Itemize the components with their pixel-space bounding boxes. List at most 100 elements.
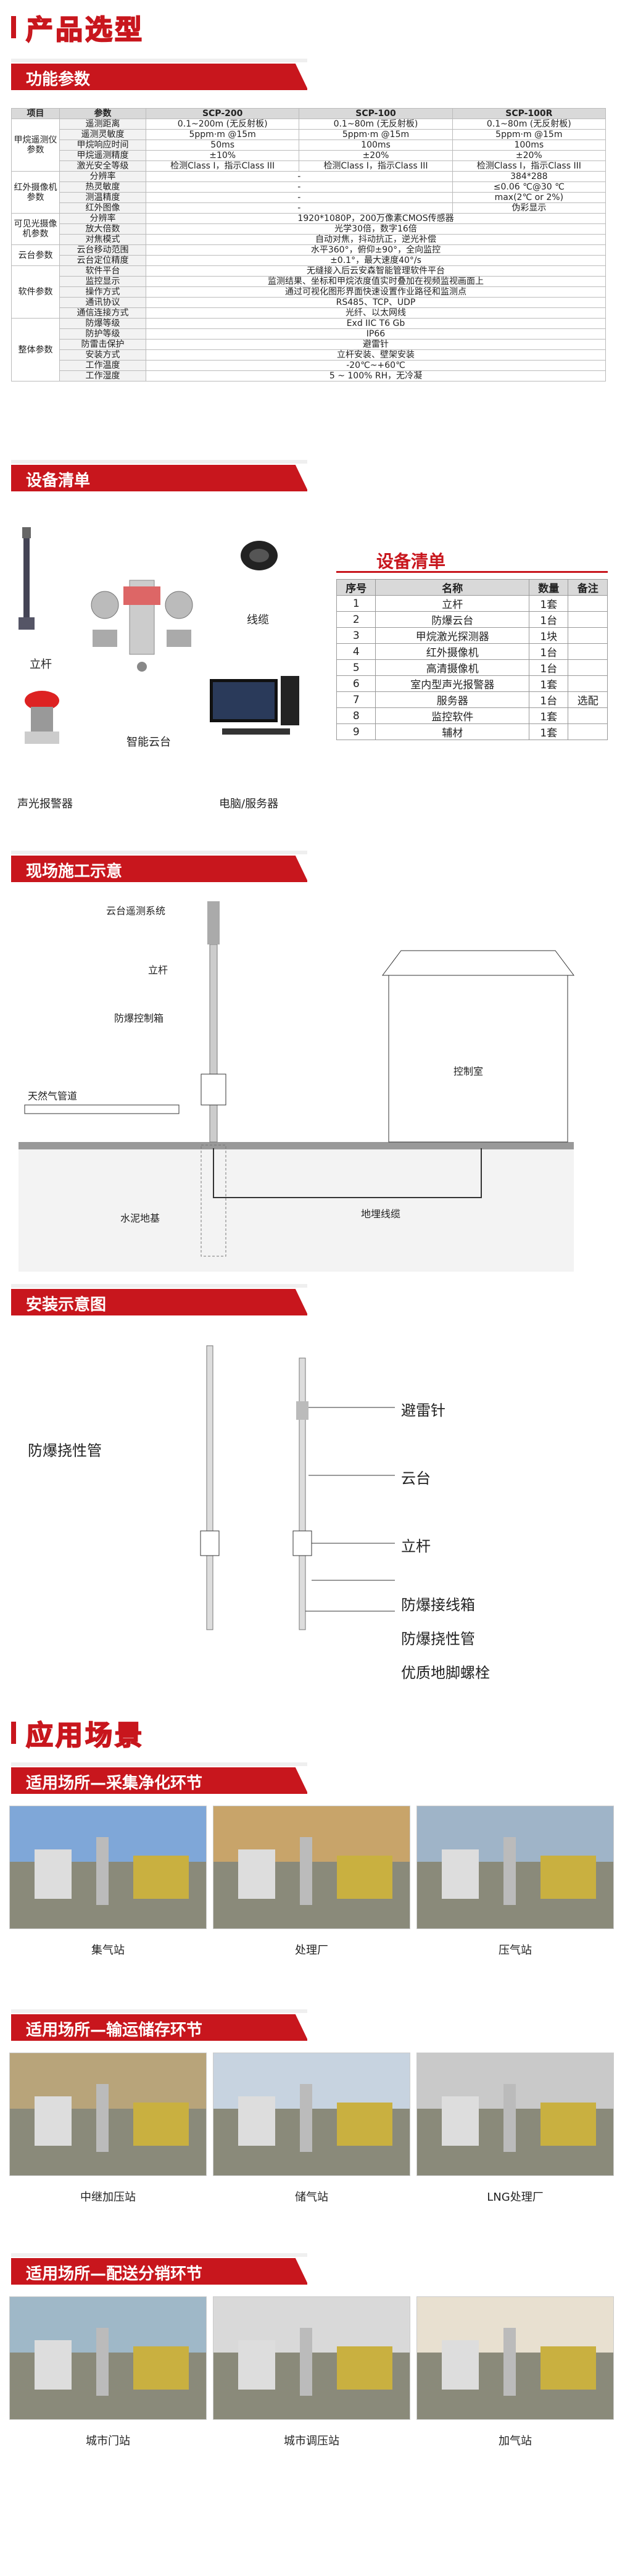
equip-cell [568,723,608,740]
caption-cable: 线缆 [247,614,269,627]
install-banner: 安装示意图 [11,1284,307,1317]
equip-cell: 1块 [528,627,569,644]
spec-param-cell: 通讯协议 [59,297,146,308]
spec-param-cell: 工作湿度 [59,370,146,381]
spec-value-cell: 0.1~80m (无反射板) [452,119,607,130]
spec-param-cell: 软件平台 [59,265,146,277]
spec-param-cell: 分辨率 [59,171,146,182]
equip-cell: 1台 [528,691,569,708]
spec-param-cell: 甲烷响应时间 [59,140,146,151]
label-box: 防爆控制箱 [114,1012,164,1024]
spec-param-cell: 防护等级 [59,328,146,340]
spec-row: 监控显示监测结果、坐标和甲烷浓度值实时叠加在视频监视画面上 [12,276,606,287]
app-banner-title: 适用场所—采集净化环节 [26,1774,203,1793]
scene-caption: 集气站 [91,1944,125,1957]
spec-group-cell: 甲烷遥测仪参数 [11,119,60,172]
spec-header-cell: 参数 [59,108,146,119]
equip-header-cell: 名称 [375,579,529,596]
equip-cell: 选配 [568,691,608,708]
equip-cell: 1套 [528,723,569,740]
spec-value-cell: 5ppm·m @15m [145,129,300,140]
spec-value-cell: 水平360°，俯仰±90°，全向监控 [146,244,606,256]
equip-cell: 1台 [528,611,569,628]
spec-value-cell: - [146,171,453,182]
func-banner: 功能参数 [11,59,307,92]
func-banner-title: 功能参数 [26,70,91,89]
app-banner-title: 适用场所—输运储存环节 [26,2021,203,2040]
scene-caption: LNG处理厂 [487,2191,544,2204]
spec-row: 工作温度-20℃~+60℃ [12,360,606,371]
spec-value-cell: - [146,181,453,193]
label-system: 云台遥测系统 [106,905,166,917]
spec-value-cell: 光纤、以太网线 [146,307,606,319]
spec-row: 对焦模式自动对焦，抖动抗正，逆光补偿 [12,234,606,245]
spec-value-cell: 伪彩显示 [452,202,607,214]
equip-cell: 服务器 [375,691,529,708]
equip-cell: 室内型声光报警器 [375,675,529,692]
spec-param-cell: 测温精度 [59,192,146,203]
spec-row: 云台参数云台移动范围水平360°，俯仰±90°，全向监控 [11,244,606,266]
spec-row: 安装方式立杆安装、壁架安装 [12,349,606,361]
spec-param-cell: 安装方式 [59,349,146,361]
spec-value-cell: 无缝接入后云安森智能管理软件平台 [146,265,606,277]
spec-param-cell: 红外图像 [59,202,146,214]
install-banner-title: 安装示意图 [26,1296,107,1314]
equip-cell: 监控软件 [375,707,529,724]
label-foundation: 水泥地基 [120,1212,160,1224]
alarm-image [25,691,59,744]
spec-param-cell: 云台移动范围 [59,244,146,256]
label-rod: 避雷针 [401,1402,445,1419]
spec-value-cell: 1920*1080P，200万像素CMOS传感器 [146,213,606,224]
scene-caption: 加气站 [499,2435,532,2448]
scene-caption: 储气站 [295,2191,328,2204]
spec-value-cell: 100ms [452,140,607,151]
equip-cell: 5 [336,659,376,676]
spec-param-cell: 甲烷遥测精度 [59,150,146,161]
scene-photo [9,2296,207,2420]
app-heading-accent-bar [11,1722,16,1744]
label-bolt: 优质地脚螺栓 [401,1664,490,1682]
spec-row: 热灵敏度-≤0.06 ℃@30 ℃ [12,181,607,193]
spec-row: 通信连接方式光纤、以太网线 [12,307,606,319]
spec-row: 软件参数软件平台无缝接入后云安森智能管理软件平台 [11,265,606,319]
equip-cell: 2 [336,611,376,628]
spec-group-cell: 云台参数 [11,244,60,266]
scene-photo [416,2296,614,2420]
label-gimbal: 云台 [401,1470,431,1487]
equip-cell [568,595,608,612]
spec-param-cell: 分辨率 [59,213,146,224]
spec-param-cell: 监控显示 [59,276,146,287]
install-diagram [200,1345,395,1630]
spec-value-cell: 0.1~80m (无反射板) [299,119,453,130]
spec-param-cell: 对焦模式 [59,234,146,245]
equip-cell: 1套 [528,595,569,612]
equip-banner-title: 设备清单 [26,472,91,490]
spec-value-cell: - [146,202,453,214]
app-banner-title: 适用场所—配送分销环节 [26,2265,203,2283]
equip-cell [568,643,608,660]
scene-photo [416,2053,614,2176]
equip-cell: 4 [336,643,376,660]
equip-title-underline [336,571,608,573]
spec-param-cell: 遥测距离 [59,119,146,130]
heading-accent-bar [11,16,16,38]
spec-group-cell: 整体参数 [11,318,60,381]
product-heading-text: 产品选型 [25,14,144,46]
equip-cell: 1台 [528,643,569,660]
equip-cell: 9 [336,723,376,740]
spec-value-cell: ±20% [299,150,453,161]
label-pipe: 天然气管道 [28,1090,78,1102]
spec-value-cell: 5ppm·m @15m [452,129,607,140]
equip-cell: 3 [336,627,376,644]
spec-param-cell: 热灵敏度 [59,181,146,193]
